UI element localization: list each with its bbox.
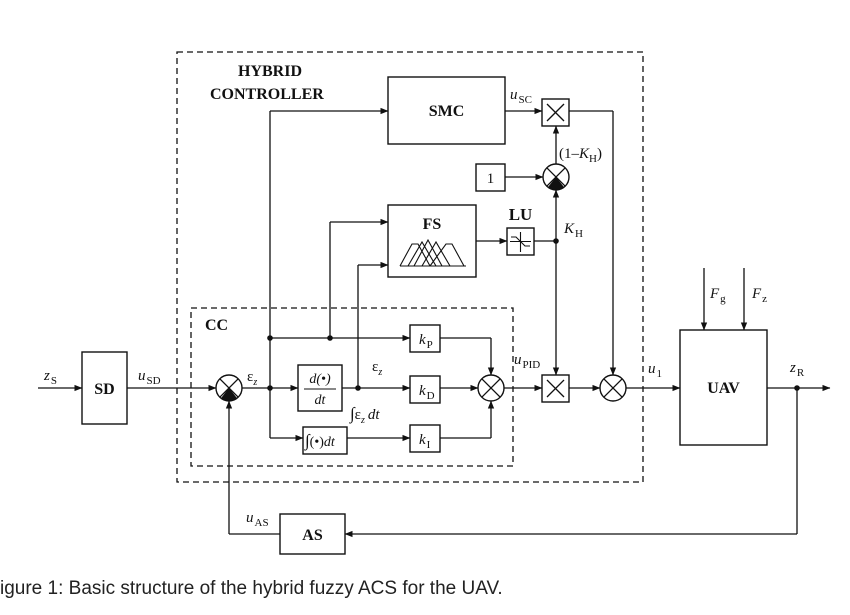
upid-label: uPID xyxy=(514,352,540,371)
kd-label: kD xyxy=(419,383,435,402)
hybrid-title-line2: CONTROLLER xyxy=(210,86,324,103)
epsilon-label: εz xyxy=(247,369,257,388)
usd-label: uSD xyxy=(138,368,161,387)
output-summing-junction xyxy=(599,374,627,402)
hybrid-controller-frame xyxy=(176,51,644,483)
smc-label: SMC xyxy=(429,103,465,120)
cc-title: CC xyxy=(205,317,228,334)
pid-summing-junction xyxy=(477,374,505,402)
zr-label: zR xyxy=(789,360,805,379)
integrator-label: ∫(•)dt xyxy=(304,431,336,451)
signal-wires xyxy=(38,107,831,538)
fz-label: Fz xyxy=(751,286,767,305)
fg-label: Fg xyxy=(709,286,726,305)
input-summing-junction xyxy=(215,374,243,402)
hybrid-title-line1: HYBRID xyxy=(238,63,302,80)
cc-frame xyxy=(190,307,514,467)
epsilon-derivative-label: εz xyxy=(372,359,382,378)
smc-multiplier xyxy=(541,98,570,127)
kp-block xyxy=(409,324,441,353)
kp-label: kP xyxy=(419,332,433,351)
ki-label: kI xyxy=(419,432,431,451)
lu-label: LU xyxy=(509,205,533,224)
derivative-block xyxy=(297,364,343,412)
derivative-den: dt xyxy=(315,393,327,408)
pid-multiplier xyxy=(541,374,570,403)
ki-block xyxy=(409,424,441,453)
limiter-icon xyxy=(510,232,531,252)
as-label: AS xyxy=(302,527,323,544)
fs-label: FS xyxy=(423,216,442,233)
smc-block xyxy=(387,76,506,145)
fs-block xyxy=(387,204,477,278)
one-minus-kh-junction xyxy=(542,163,570,191)
sd-label: SD xyxy=(94,381,114,398)
u1-label: u1 xyxy=(648,361,662,380)
uav-label: UAV xyxy=(707,380,740,397)
one-minus-kh-label: (1–KH) xyxy=(559,146,602,165)
usc-label: uSC xyxy=(510,87,532,106)
junction-dots xyxy=(267,238,800,391)
one-label: 1 xyxy=(487,171,495,187)
zs-label: zS xyxy=(43,368,57,387)
one-block xyxy=(475,163,506,192)
fuzzy-membership-icon xyxy=(399,238,466,267)
uas-label: uAS xyxy=(246,510,269,529)
figure-caption: igure 1: Basic structure of the hybrid f… xyxy=(0,578,503,599)
derivative-num: d(•) xyxy=(309,372,331,387)
kh-label: KH xyxy=(563,221,583,240)
